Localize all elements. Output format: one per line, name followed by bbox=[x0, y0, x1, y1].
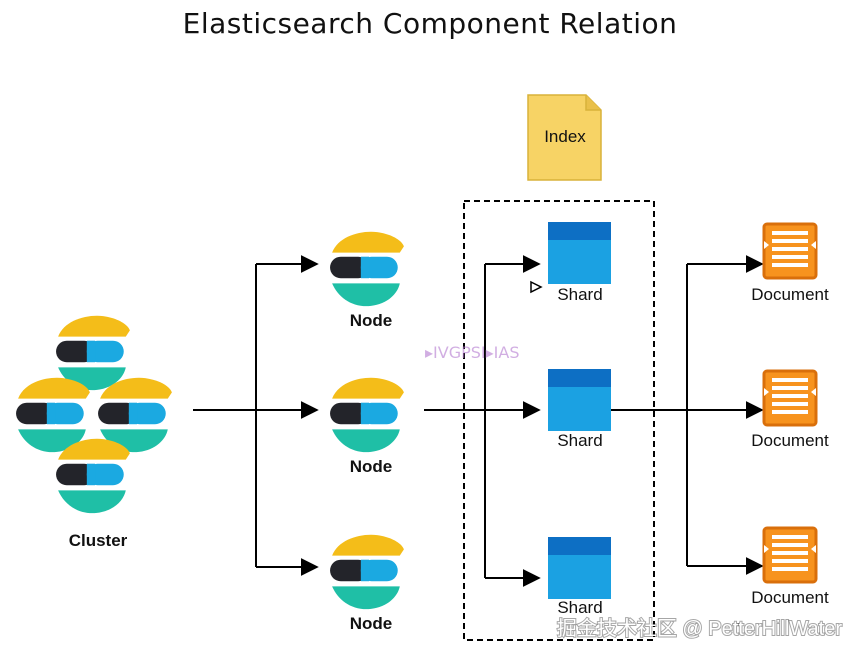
document-1: Document bbox=[751, 222, 829, 304]
document-icon bbox=[762, 222, 818, 280]
elastic-logo-icon bbox=[330, 377, 404, 453]
node-3: Node bbox=[330, 534, 404, 633]
document-label: Document bbox=[751, 285, 829, 304]
faint-watermark: ▸IVGPSI▸IAS bbox=[425, 343, 519, 362]
document-2: Document bbox=[751, 369, 829, 450]
shard-2: Shard bbox=[548, 369, 611, 450]
cluster-label: Cluster bbox=[69, 531, 128, 550]
shard-label: Shard bbox=[557, 285, 602, 304]
watermark: 掘金技术社区 @ PetterHillWater bbox=[557, 617, 842, 640]
cluster-group: Cluster bbox=[16, 315, 172, 550]
shard-1: Shard bbox=[530, 222, 611, 304]
node-label: Node bbox=[350, 614, 393, 633]
document-label: Document bbox=[751, 431, 829, 450]
document-icon bbox=[762, 369, 818, 427]
elastic-logo-icon bbox=[16, 377, 90, 453]
diagram-title: Elasticsearch Component Relation bbox=[183, 7, 678, 40]
elastic-logo-icon bbox=[330, 231, 404, 307]
node-1: Node bbox=[330, 231, 404, 330]
index-boundary bbox=[463, 200, 655, 641]
node-2: Node bbox=[330, 377, 404, 476]
cluster-node-connectors bbox=[193, 255, 319, 576]
shard-3: Shard bbox=[548, 537, 611, 617]
shard-label: Shard bbox=[557, 431, 602, 450]
document-label: Document bbox=[751, 588, 829, 607]
shard-document-connectors bbox=[611, 255, 764, 575]
node-shard-connectors bbox=[424, 255, 541, 587]
index-label: Index bbox=[544, 127, 586, 146]
document-3: Document bbox=[751, 526, 829, 607]
index-note: Index bbox=[527, 94, 602, 181]
elastic-logo-icon bbox=[330, 534, 404, 610]
shard-label: Shard bbox=[557, 598, 602, 617]
document-icon bbox=[762, 526, 818, 584]
elastic-logo-icon bbox=[56, 438, 130, 514]
node-label: Node bbox=[350, 457, 393, 476]
node-label: Node bbox=[350, 311, 393, 330]
